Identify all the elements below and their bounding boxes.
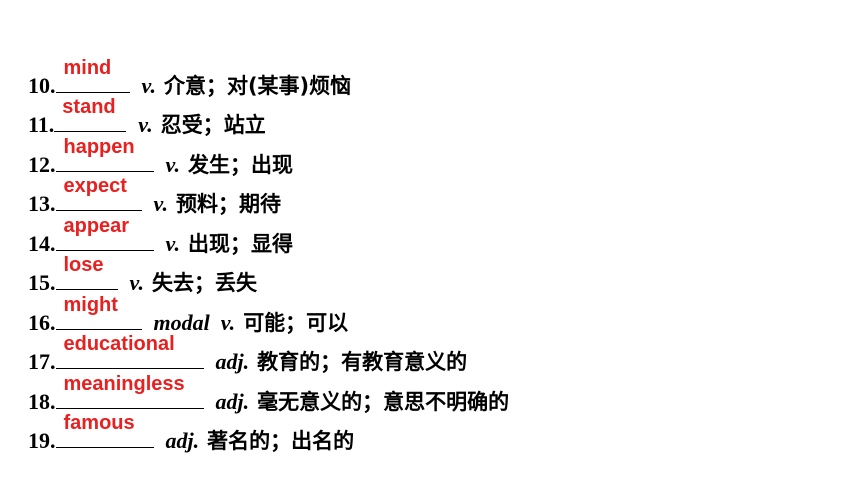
- vocab-row: 15. lose v. 失去；丢失: [28, 255, 848, 302]
- entry-number: 10.: [28, 72, 56, 98]
- answer-word: might: [63, 293, 118, 316]
- vocab-row: 13. expect v. 预料；期待: [28, 176, 848, 223]
- meaning: 失去；丢失: [151, 271, 257, 295]
- part-of-speech: modal v.: [153, 309, 236, 335]
- part-of-speech: v.: [138, 112, 153, 137]
- meaning: 忍受；站立: [160, 113, 266, 137]
- meaning: 发生；出现: [187, 152, 293, 177]
- part-of-speech: v.: [165, 151, 180, 177]
- answer-blank: meaningless: [55, 374, 204, 409]
- answer-word: stand: [62, 96, 116, 118]
- answer-word: meaningless: [63, 372, 185, 395]
- part-of-speech: v.: [129, 270, 144, 295]
- entry-number: 18.: [28, 388, 56, 414]
- answer-blank: appear: [55, 216, 154, 251]
- meaning: 毫无意义的；意思不明确的: [257, 389, 510, 414]
- answer-word: appear: [63, 214, 130, 237]
- answer-word: happen: [63, 135, 135, 158]
- part-of-speech: v.: [141, 72, 156, 98]
- part-of-speech: v.: [153, 191, 168, 216]
- entry-number: 11.: [28, 112, 55, 137]
- vocab-row: 12. happen v. 发生；出现: [28, 137, 848, 183]
- answer-word: lose: [63, 254, 104, 276]
- meaning: 可能；可以: [243, 310, 349, 335]
- meaning: 介意；对(某事)烦恼: [163, 73, 352, 98]
- entry-number: 15.: [28, 270, 56, 295]
- entry-number: 13.: [28, 191, 56, 216]
- vocab-row: 11. stand v. 忍受；站立: [28, 97, 848, 144]
- vocab-row: 10. mind v. 介意；对(某事)烦恼: [28, 58, 848, 104]
- answer-blank: happen: [55, 137, 154, 172]
- answer-word: expect: [63, 175, 127, 197]
- answer-blank: stand: [54, 97, 127, 132]
- entry-number: 14.: [28, 230, 56, 256]
- part-of-speech: adj.: [165, 428, 200, 453]
- answer-blank: educational: [55, 334, 204, 369]
- meaning: 预料；期待: [175, 192, 281, 216]
- answer-word: famous: [63, 412, 135, 434]
- answer-word: mind: [63, 56, 112, 79]
- vocab-list: 10. mind v. 介意；对(某事)烦恼 11. stand v. 忍受；站…: [28, 58, 848, 460]
- answer-blank: expect: [55, 176, 142, 211]
- answer-word: educational: [63, 333, 175, 355]
- answer-blank: lose: [55, 255, 118, 290]
- vocab-row: 14. appear v. 出现；显得: [28, 216, 848, 262]
- vocab-row: 19. famous adj. 著名的；出名的: [28, 413, 848, 460]
- vocab-row: 18. meaningless adj. 毫无意义的；意思不明确的: [28, 374, 848, 420]
- part-of-speech: v.: [165, 230, 180, 256]
- entry-number: 17.: [28, 349, 56, 374]
- answer-blank: might: [55, 295, 142, 330]
- answer-blank: famous: [55, 413, 154, 448]
- entry-number: 16.: [28, 309, 56, 335]
- part-of-speech: adj.: [215, 388, 250, 414]
- part-of-speech: adj.: [215, 349, 250, 374]
- entry-number: 12.: [28, 151, 56, 177]
- entry-number: 19.: [28, 428, 56, 453]
- meaning: 出现；显得: [187, 231, 293, 256]
- answer-blank: mind: [55, 58, 130, 93]
- vocab-row: 16. might modal v. 可能；可以: [28, 295, 848, 341]
- meaning: 著名的；出名的: [207, 429, 355, 453]
- meaning: 教育的；有教育意义的: [257, 350, 468, 374]
- vocab-row: 17. educational adj. 教育的；有教育意义的: [28, 334, 848, 381]
